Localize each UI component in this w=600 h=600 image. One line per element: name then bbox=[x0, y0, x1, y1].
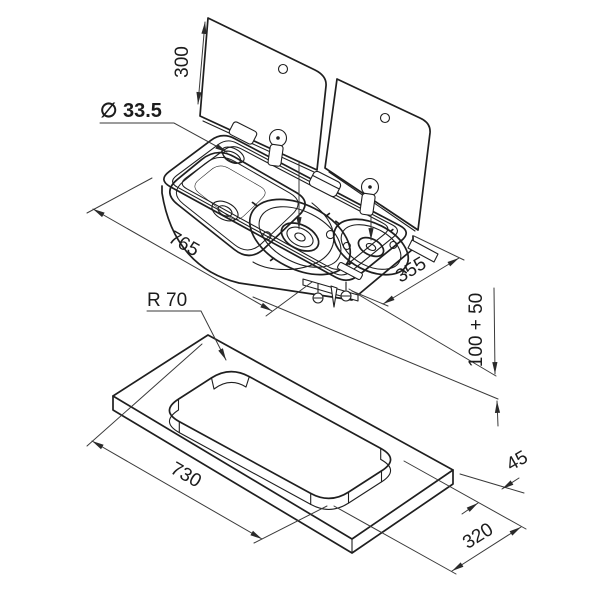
dimension-label-unit-length: 765 bbox=[165, 227, 203, 261]
dimension-label-installation-height: 100 + 50 bbox=[466, 293, 487, 368]
dimension-cutout-length: 730 bbox=[86, 343, 328, 544]
lid-hole-left bbox=[277, 63, 289, 75]
bowl-side-sweep bbox=[252, 202, 335, 270]
cutout-outline bbox=[168, 370, 392, 500]
dimension-lid-height: 300 bbox=[172, 21, 207, 105]
lid-latch-right bbox=[359, 177, 380, 216]
glass-lid-left bbox=[199, 17, 327, 173]
valve-knob bbox=[312, 283, 324, 304]
lid-hinge-left bbox=[228, 121, 258, 145]
dimension-label-faucet-hole: ∅ 33.5 bbox=[100, 100, 162, 122]
dimension-label-unit-depth: 355 bbox=[392, 253, 430, 287]
dimension-label-cutout-radius: R 70 bbox=[147, 290, 187, 311]
worktop-top-face bbox=[112, 334, 454, 540]
sink-drain bbox=[211, 200, 239, 222]
worktop-thickness bbox=[112, 395, 454, 554]
dimension-edge-offset: 45 bbox=[459, 447, 532, 515]
dimension-label-edge-offset: 45 bbox=[503, 447, 532, 476]
dimension-faucet-hole: ∅ 33.5 bbox=[99, 100, 228, 153]
dimension-label-lid-height: 300 bbox=[172, 46, 193, 78]
gas-nozzle bbox=[330, 285, 338, 308]
glass-lid-right bbox=[324, 78, 431, 232]
valve-knob bbox=[340, 281, 352, 302]
lid-latch-left bbox=[267, 128, 288, 167]
dimension-installation-height: 100 + 50 bbox=[252, 287, 501, 427]
dimension-cutout-radius: R 70 bbox=[146, 290, 227, 361]
piezo-strip bbox=[337, 261, 363, 281]
lid-hole-right bbox=[379, 112, 391, 124]
dimension-label-cutout-width: 320 bbox=[459, 519, 497, 554]
dimension-cutout-width: 320 bbox=[333, 460, 527, 575]
worktop-panel bbox=[112, 334, 454, 554]
control-valves bbox=[302, 278, 359, 308]
lid-hinge-center bbox=[308, 170, 342, 198]
rim-outer bbox=[163, 134, 408, 281]
cutout-depth-walls bbox=[168, 376, 392, 510]
